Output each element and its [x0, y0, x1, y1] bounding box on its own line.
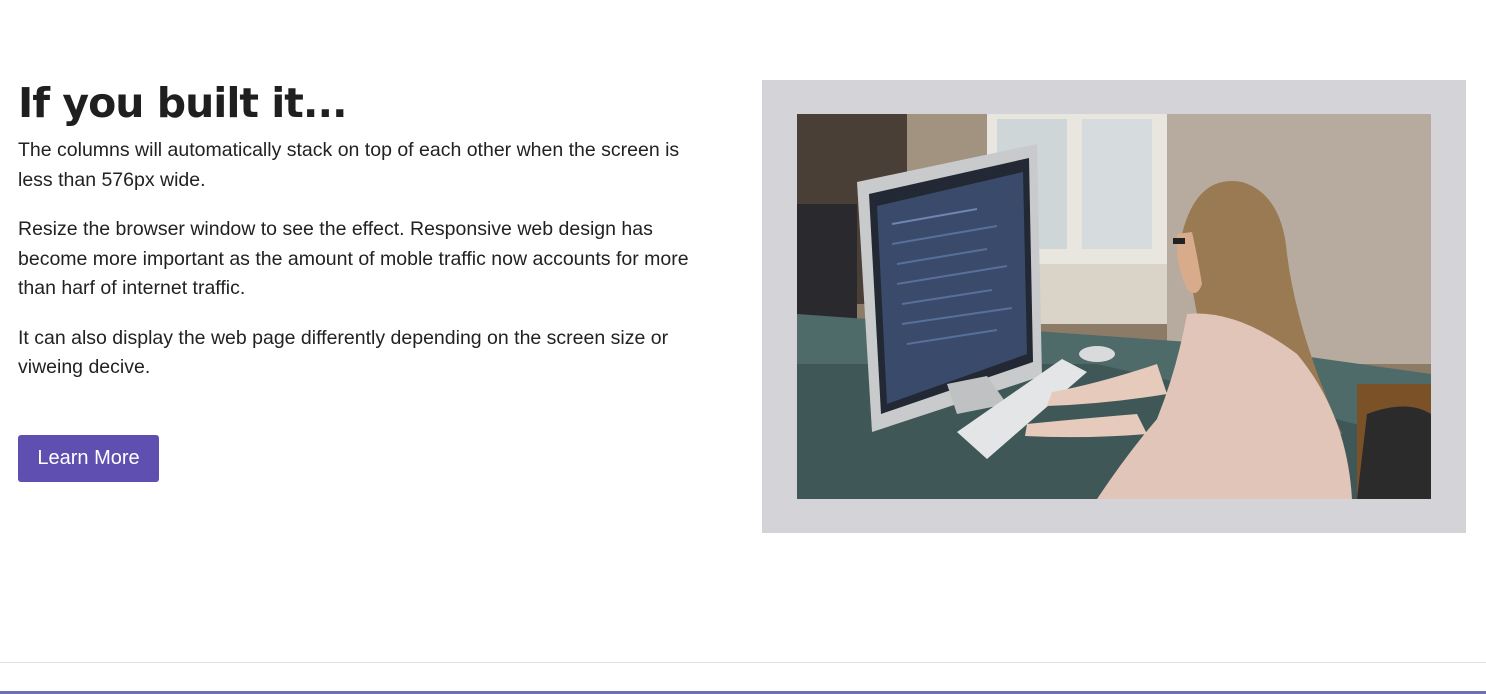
bottom-accent-bar [0, 691, 1486, 694]
hero-paragraph-1: The columns will automatically stack on … [18, 139, 680, 191]
hero-photo [797, 114, 1431, 499]
hero-paragraph-2: Resize the browser window to see the eff… [18, 218, 689, 299]
hero-text-column: If you built it... The columns will auto… [18, 78, 718, 403]
hero-section: If you built it... The columns will auto… [18, 78, 1466, 533]
hero-paragraph-3: It can also display the web page differe… [18, 326, 669, 379]
section-divider [0, 662, 1486, 663]
woman-at-computer-illustration [797, 114, 1431, 499]
hero-title: If you built it... [18, 79, 348, 127]
image-frame [762, 80, 1466, 533]
learn-more-button[interactable]: Learn More [18, 435, 159, 482]
